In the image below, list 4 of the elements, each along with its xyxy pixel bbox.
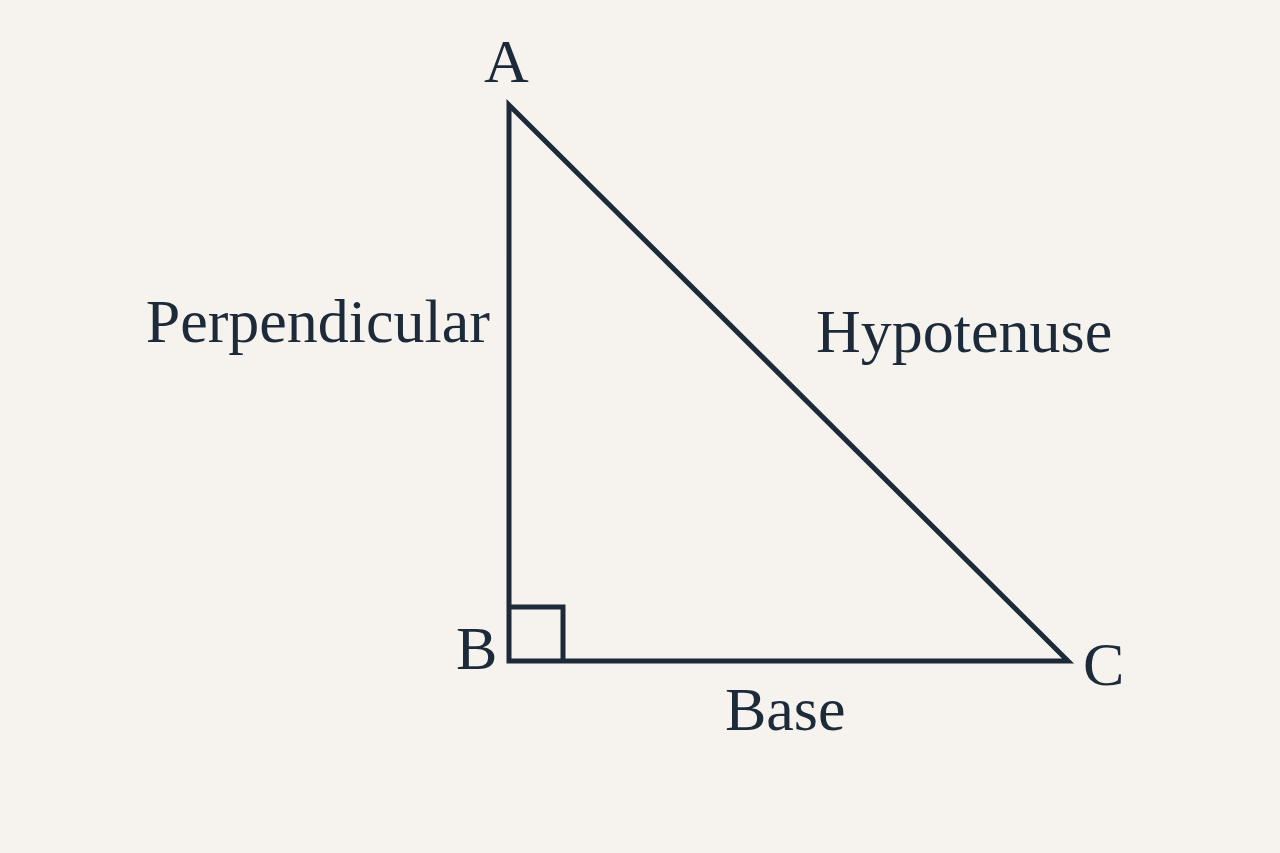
vertex-label: C — [1083, 633, 1125, 695]
vertex-label: B — [456, 617, 498, 679]
side-label: Base — [725, 678, 846, 740]
vertex-label: A — [484, 30, 529, 92]
